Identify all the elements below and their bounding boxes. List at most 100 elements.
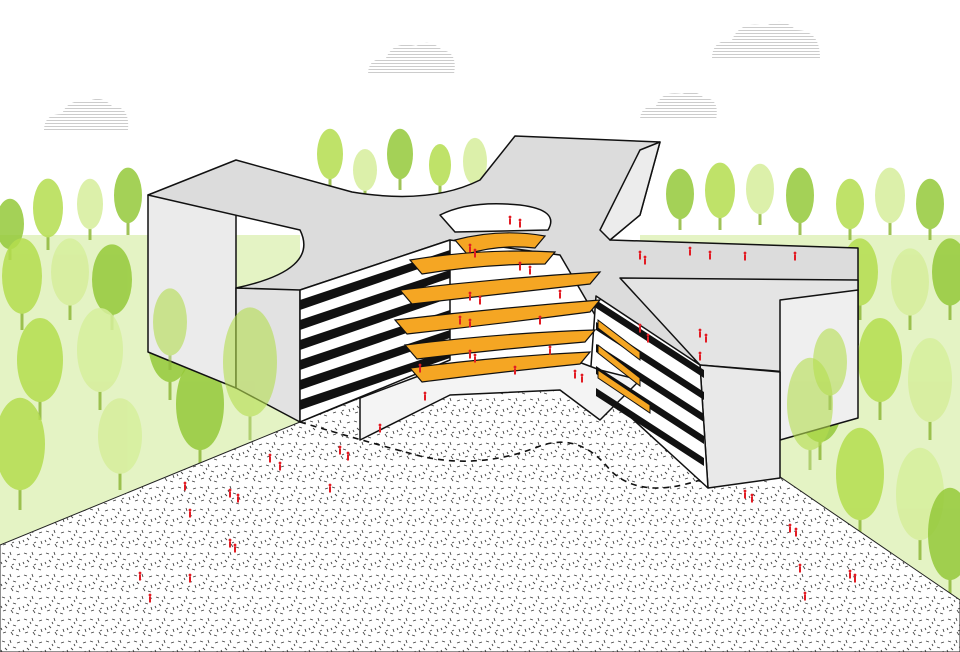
tree — [928, 487, 960, 600]
person-body — [189, 576, 191, 583]
person-figure — [328, 483, 332, 493]
person-body — [539, 318, 541, 325]
tree-trunk — [948, 300, 952, 320]
person-body — [229, 491, 231, 498]
tree-crown — [317, 128, 343, 180]
person-body — [644, 258, 646, 265]
person-head — [423, 391, 427, 395]
person-head — [183, 481, 187, 485]
person-head — [750, 493, 754, 497]
person-body — [647, 336, 649, 343]
person-head — [558, 289, 562, 293]
tree-trunk — [858, 512, 862, 540]
person-head — [188, 573, 192, 577]
tree-trunk — [168, 350, 172, 370]
tree — [916, 178, 944, 240]
person-body — [184, 484, 186, 491]
tree — [875, 167, 905, 235]
tree — [666, 168, 694, 230]
tree-trunk — [758, 210, 762, 225]
person-figure — [573, 369, 577, 379]
floor-slab — [300, 290, 450, 350]
person-head — [580, 373, 584, 377]
person-figure — [548, 345, 552, 355]
tree-trunk — [908, 310, 912, 330]
tree-crown — [114, 167, 142, 224]
person-figure — [138, 571, 142, 581]
person-body — [804, 594, 806, 601]
person-figure — [468, 243, 472, 253]
person-figure — [473, 353, 477, 363]
person-head — [518, 218, 522, 222]
tree-crown — [932, 238, 960, 306]
person-head — [508, 215, 512, 219]
tree — [33, 178, 63, 250]
person-body — [229, 541, 231, 548]
floor-slab — [596, 344, 704, 422]
person-body — [269, 456, 271, 463]
person-body — [474, 356, 476, 363]
tree-crown — [17, 318, 63, 402]
tree-trunk — [848, 225, 852, 240]
person-head — [798, 563, 802, 567]
person-figure — [848, 569, 852, 579]
tree-crown — [51, 238, 89, 306]
person-body — [234, 546, 236, 553]
tree-trunk — [46, 232, 50, 250]
person-head — [478, 295, 482, 299]
person-head — [638, 323, 642, 327]
terrace-level — [597, 369, 651, 414]
person-body — [339, 448, 341, 455]
person-figure — [698, 351, 702, 361]
tree-crown — [77, 308, 123, 392]
tree — [77, 308, 123, 410]
person-figure — [798, 563, 802, 573]
person-head — [228, 538, 232, 542]
person-body — [279, 464, 281, 471]
person-head — [418, 363, 422, 367]
tree-trunk — [678, 215, 682, 230]
tree-trunk — [68, 300, 72, 320]
person-head — [848, 569, 852, 573]
tree-trunk — [328, 175, 332, 190]
person-figure — [278, 461, 282, 471]
person-body — [459, 318, 461, 325]
person-body — [574, 372, 576, 379]
tree — [98, 398, 142, 490]
tree-trunk — [808, 442, 812, 470]
tree-crown — [0, 397, 45, 491]
person-body — [189, 511, 191, 518]
person-body — [139, 574, 141, 581]
tree-crown — [813, 328, 847, 396]
person-head — [688, 246, 692, 250]
person-figure — [468, 318, 472, 328]
tree-crown — [746, 163, 774, 215]
person-figure — [518, 218, 522, 228]
terraces — [393, 232, 651, 414]
person-body — [639, 253, 641, 260]
tree-crown — [928, 487, 960, 581]
tree — [891, 248, 929, 330]
tree-crown — [891, 248, 929, 316]
person-head — [328, 483, 332, 487]
person-head — [743, 251, 747, 255]
person-body — [469, 294, 471, 301]
person-body — [689, 249, 691, 256]
person-head — [794, 527, 798, 531]
person-body — [474, 251, 476, 258]
person-figure — [236, 493, 240, 503]
person-figure — [183, 481, 187, 491]
person-figure — [788, 523, 792, 533]
tree-trunk — [38, 395, 42, 420]
tree-trunk — [948, 572, 952, 600]
person-head — [743, 489, 747, 493]
person-figure — [638, 250, 642, 260]
tree — [858, 318, 902, 420]
tree — [705, 162, 735, 230]
person-body — [329, 486, 331, 493]
person-head — [518, 261, 522, 265]
person-figure — [743, 251, 747, 261]
person-body — [509, 218, 511, 225]
person-body — [639, 326, 641, 333]
person-figure — [538, 315, 542, 325]
